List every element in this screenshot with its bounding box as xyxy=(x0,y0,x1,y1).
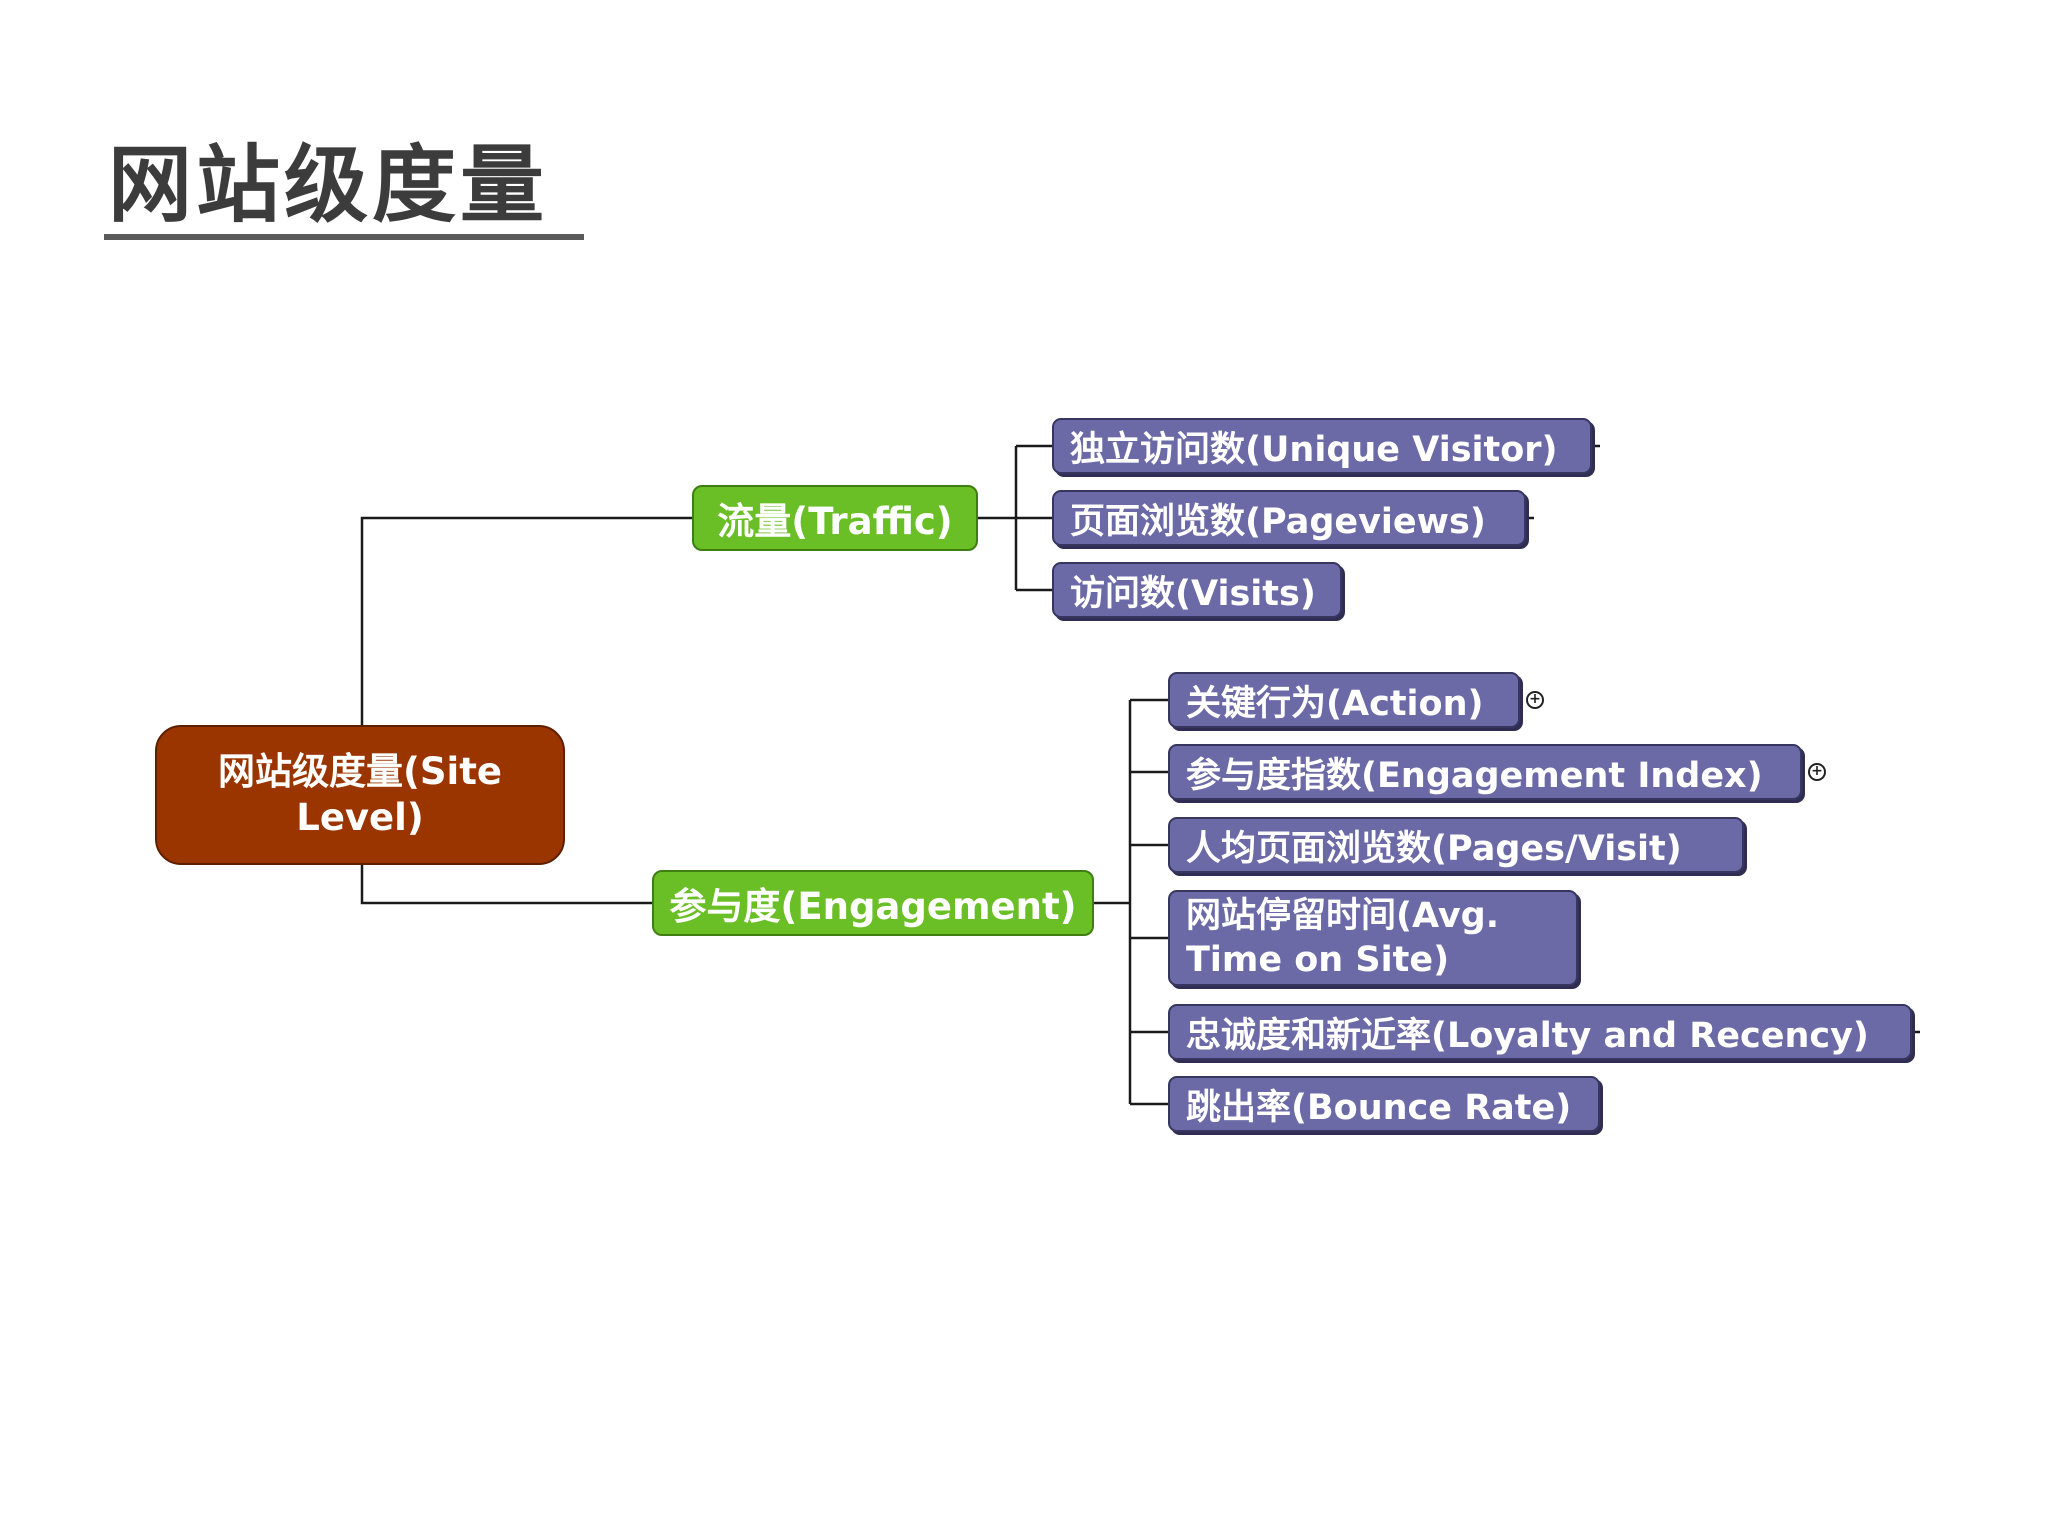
root-node-site-level[interactable]: 网站级度量(Site Level) xyxy=(155,725,565,865)
leaf-node-unique-visitor[interactable]: 独立访问数(Unique Visitor) xyxy=(1052,418,1592,474)
leaf-node-action[interactable]: 关键行为(Action) xyxy=(1168,672,1520,728)
expand-icon[interactable]: + xyxy=(1526,691,1544,709)
leaf-node-engagement-index[interactable]: 参与度指数(Engagement Index) xyxy=(1168,744,1802,800)
connector-root-traffic xyxy=(360,516,692,725)
leaf-node-avg-time-on-site[interactable]: 网站停留时间(Avg. Time on Site) xyxy=(1168,890,1578,986)
expand-icon[interactable]: + xyxy=(1808,763,1826,781)
connector-root-engagement xyxy=(360,865,652,905)
slide-title: 网站级度量 xyxy=(108,136,549,234)
leaf-node-bounce-rate[interactable]: 跳出率(Bounce Rate) xyxy=(1168,1076,1600,1132)
title-underline xyxy=(104,234,584,240)
leaf-node-pages-per-visit[interactable]: 人均页面浏览数(Pages/Visit) xyxy=(1168,817,1744,873)
leaf-node-loyalty-and-recency[interactable]: 忠诚度和新近率(Loyalty and Recency) xyxy=(1168,1004,1912,1060)
branch-node-engagement[interactable]: 参与度(Engagement) xyxy=(652,870,1094,936)
leaf-node-visits[interactable]: 访问数(Visits) xyxy=(1052,562,1342,618)
branch-node-traffic[interactable]: 流量(Traffic) xyxy=(692,485,978,551)
leaf-node-pageviews[interactable]: 页面浏览数(Pageviews) xyxy=(1052,490,1526,546)
